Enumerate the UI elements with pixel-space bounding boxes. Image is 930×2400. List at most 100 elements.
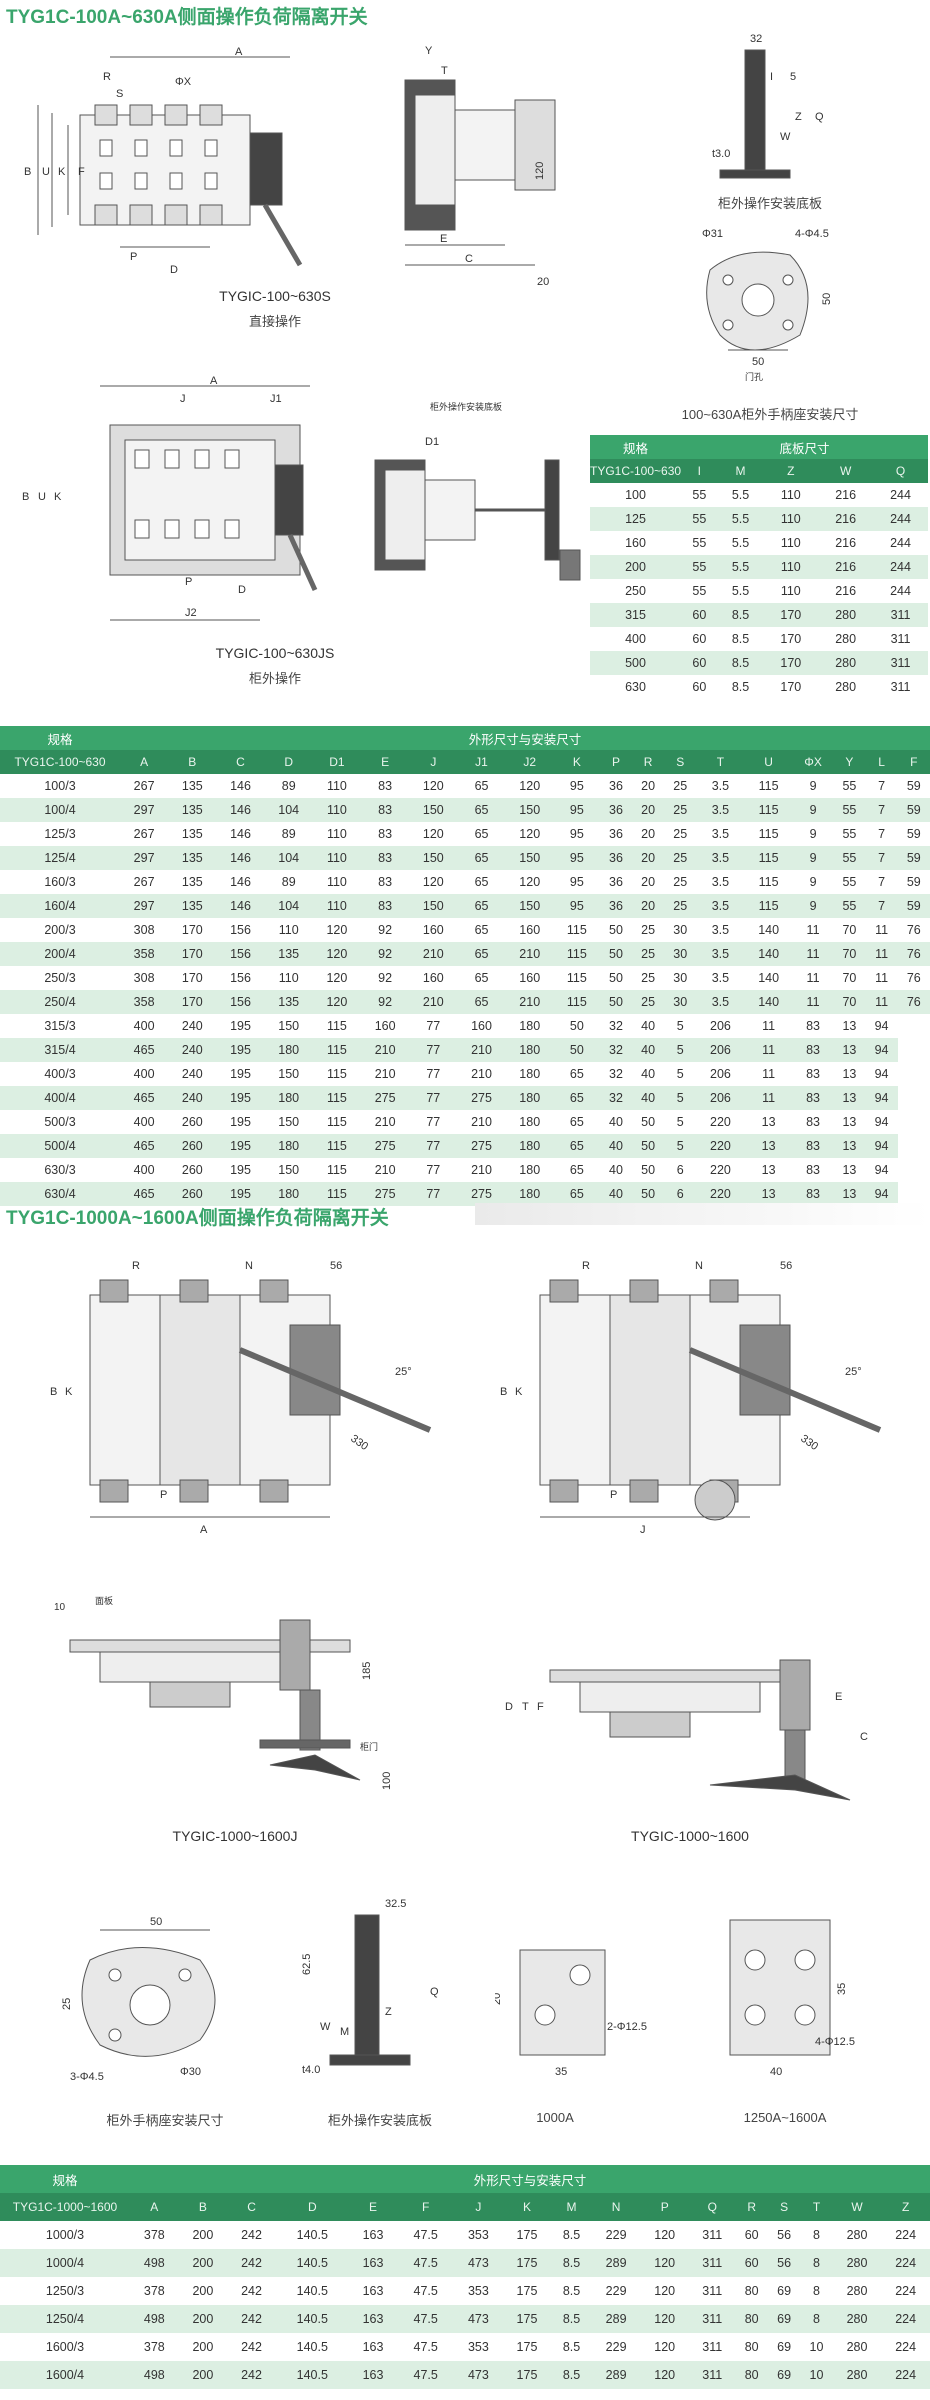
value-cell: 110: [312, 774, 362, 798]
value-cell: 55: [833, 822, 866, 846]
value-cell: 56: [767, 2221, 801, 2249]
svg-text:U: U: [38, 491, 46, 503]
value-cell: 83: [361, 822, 410, 846]
value-cell: 47.5: [397, 2277, 455, 2305]
value-cell: 140.5: [275, 2249, 349, 2277]
value-cell: 77: [409, 1038, 458, 1062]
caption-direct-model: TYGIC-100~630S: [219, 288, 331, 304]
value-cell: 115: [553, 990, 600, 1014]
value-cell: 175: [502, 2333, 552, 2361]
value-cell: 180: [505, 1062, 554, 1086]
value-cell: 32: [599, 1014, 633, 1038]
svg-text:10: 10: [54, 1602, 66, 1613]
value-cell: 110: [264, 918, 313, 942]
header-spec: 规格: [590, 435, 682, 459]
svg-text:Q: Q: [815, 111, 824, 123]
value-cell: 50: [632, 1110, 665, 1134]
value-cell: 70: [833, 966, 866, 990]
value-cell: 11: [744, 1014, 793, 1038]
value-cell: 297: [120, 798, 169, 822]
header-dimensions: 外形尺寸与安装尺寸: [130, 2165, 930, 2193]
column-header: M: [717, 459, 764, 483]
value-cell: 260: [168, 1182, 217, 1206]
value-cell: 89: [264, 822, 313, 846]
value-cell: 76: [897, 918, 930, 942]
svg-text:门孔: 门孔: [745, 371, 763, 382]
value-cell: 120: [640, 2277, 690, 2305]
value-cell: 150: [505, 894, 554, 918]
value-cell: 120: [312, 966, 362, 990]
value-cell: 224: [881, 2361, 930, 2389]
value-cell: 120: [312, 942, 362, 966]
value-cell: 311: [689, 2277, 736, 2305]
value-cell: 120: [505, 822, 554, 846]
column-header: D: [275, 2193, 349, 2221]
value-cell: 115: [312, 1038, 362, 1062]
value-cell: 210: [409, 990, 458, 1014]
value-cell: 210: [457, 1038, 506, 1062]
column-header: J: [454, 2193, 503, 2221]
caption-large-std: TYGIC-1000~1600: [631, 1828, 749, 1844]
svg-text:50: 50: [821, 293, 833, 305]
value-cell: 65: [457, 822, 506, 846]
value-cell: 244: [873, 507, 928, 531]
value-cell: 11: [744, 1062, 793, 1086]
svg-text:25°: 25°: [845, 1366, 862, 1378]
value-cell: 275: [361, 1086, 410, 1110]
svg-text:W: W: [780, 131, 791, 143]
spec-cell: 160: [590, 531, 682, 555]
value-cell: 50: [632, 1182, 665, 1206]
svg-text:P: P: [160, 1489, 167, 1501]
value-cell: 50: [599, 942, 633, 966]
spec-cell: 1000/3: [0, 2221, 130, 2249]
value-cell: 5.5: [717, 579, 764, 603]
value-cell: 378: [130, 2333, 179, 2361]
svg-text:4-Φ12.5: 4-Φ12.5: [815, 2036, 855, 2048]
value-cell: 55: [681, 531, 718, 555]
svg-text:2-Φ12.5: 2-Φ12.5: [607, 2021, 647, 2033]
column-header: A: [120, 750, 169, 774]
svg-text:32.5: 32.5: [385, 1898, 406, 1910]
value-cell: 3.5: [696, 798, 745, 822]
value-cell: 146: [216, 846, 265, 870]
column-header: I: [681, 459, 718, 483]
value-cell: 275: [457, 1182, 506, 1206]
value-cell: 206: [696, 1038, 745, 1062]
value-cell: 40: [632, 1062, 665, 1086]
value-cell: 3.5: [696, 846, 745, 870]
value-cell: 140.5: [275, 2333, 349, 2361]
value-cell: 94: [865, 1062, 898, 1086]
column-header: M: [551, 2193, 592, 2221]
value-cell: 5.5: [717, 507, 764, 531]
svg-text:R: R: [132, 1260, 140, 1272]
drawing-plate-small: 32 t3.0 W Z Q I 5: [712, 33, 824, 179]
column-header: Y: [833, 750, 866, 774]
value-cell: 60: [735, 2249, 768, 2277]
header-spec: 规格: [0, 726, 120, 750]
spec-cell: 1600/4: [0, 2361, 130, 2389]
spec-cell: 200: [590, 555, 682, 579]
value-cell: 289: [591, 2361, 641, 2389]
value-cell: 9: [792, 870, 834, 894]
value-cell: 5.5: [717, 483, 764, 507]
column-header: TYG1C-1000~1600: [0, 2193, 130, 2221]
value-cell: 311: [873, 627, 928, 651]
spec-cell: 315/4: [0, 1038, 120, 1062]
value-cell: 115: [744, 798, 793, 822]
value-cell: 9: [792, 894, 834, 918]
value-cell: 92: [361, 942, 410, 966]
value-cell: 13: [833, 1014, 866, 1038]
value-cell: 60: [681, 627, 718, 651]
value-cell: 220: [696, 1182, 745, 1206]
spec-cell: 400: [590, 627, 682, 651]
column-header: P: [640, 2193, 690, 2221]
caption-cabinet-type: 柜外操作: [248, 671, 301, 686]
value-cell: 69: [767, 2277, 801, 2305]
spec-cell: 250: [590, 579, 682, 603]
value-cell: 95: [553, 798, 600, 822]
